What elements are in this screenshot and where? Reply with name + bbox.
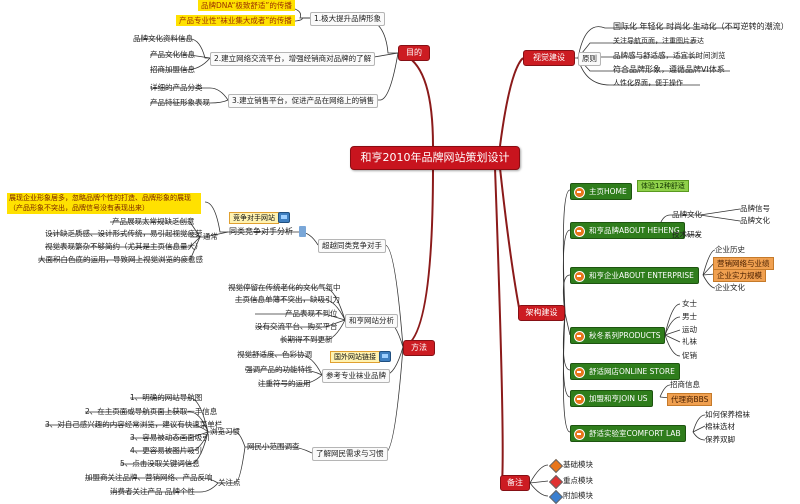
structure-lab-label: 舒适实验室COMFORT LAB	[589, 429, 681, 438]
visual-item-5: 人性化界面，便于操作	[613, 79, 683, 87]
needs-focus: 关注点	[218, 478, 241, 487]
visual-item-1: 国际化 年轻化 时尚化 生动化（不可逆转的潮流）	[613, 22, 789, 31]
structure-store-label: 舒适网店ONLINE STORE	[589, 367, 675, 376]
analysis-note-4: 没有交流平台、购买平台	[255, 322, 338, 331]
remark-extra: 附加模块	[563, 491, 593, 500]
module-icon	[574, 271, 585, 282]
note-icon	[299, 226, 306, 237]
branch-structure[interactable]: 架构建设	[518, 305, 565, 321]
goal-3-note-feature: 产品特征形象表现	[150, 98, 210, 107]
goal-2-note-culture-info: 品牌文化资料信息	[133, 34, 193, 43]
product-child-sport: 运动	[682, 325, 697, 334]
branch-method[interactable]: 方法	[403, 340, 435, 356]
remark-key: 重点模块	[563, 476, 593, 485]
foreign-site-link[interactable]: 国外网站链接	[330, 351, 380, 363]
branch-remarks[interactable]: 备注	[500, 475, 530, 491]
method-needs[interactable]: 了解网民需求与习惯	[312, 447, 388, 461]
method-site-analysis[interactable]: 和亨网站分析	[345, 314, 398, 328]
goal-2-note-product-info: 产品文化信息	[150, 50, 195, 59]
needs-survey: 网民小范围调查	[247, 442, 300, 451]
reference-note-3: 注重符号的运用	[258, 379, 311, 388]
module-icon	[574, 429, 585, 440]
product-child-gift: 礼袜	[682, 337, 697, 346]
habit-1: 1、明确的网站导航图	[130, 393, 203, 402]
heheng-child-rnd: 技术研发	[672, 230, 702, 239]
structure-join[interactable]: 加盟和亨JOIN US	[570, 390, 653, 407]
habit-3: 3、对自己感兴趣的内容经常浏览，建议有快速菜单栏	[45, 420, 223, 429]
method-competitor-analysis: 同类竞争对手分析	[229, 227, 293, 236]
enterprise-child-history: 企业历史	[715, 245, 745, 254]
visual-item-2: 关注导航页面，注重图片表达	[613, 37, 704, 45]
module-icon	[574, 331, 585, 342]
attachment-icon	[278, 212, 290, 223]
enterprise-child-scale: 企业实力规模	[713, 269, 766, 282]
lab-child-material: 棉袜选材	[705, 422, 735, 431]
module-icon	[574, 226, 585, 237]
module-icon	[574, 187, 585, 198]
habit-6: 5、点击没取关键词信息	[120, 459, 200, 468]
habit-5: 4、更容易被图片吸引	[130, 446, 203, 455]
structure-about-heheng-label: 和亨品牌ABOUT HEHENG	[589, 226, 680, 235]
structure-about-enterprise-label: 和亨企业ABOUT ENTERPRISE	[589, 271, 694, 280]
brand-culture-child-culture: 品牌文化	[740, 216, 770, 225]
central-topic[interactable]: 和亨2010年品牌网站策划设计	[350, 146, 520, 170]
competitor-note-2: 设计缺乏质感、设计形式传统，易引起视觉疲劳	[45, 229, 203, 238]
structure-products-label: 秋冬系列PRODUCTS	[589, 331, 661, 340]
structure-lab[interactable]: 舒适实验室COMFORT LAB	[570, 425, 686, 442]
competitor-note-4: 大面积白色底的运用，导致网上视觉浏览的疲惫感	[38, 255, 203, 264]
habit-2: 2、在主页面或导航页面上获取一手信息	[85, 407, 218, 416]
reference-note-2: 强调产品的功能特性	[245, 365, 313, 374]
visual-principle[interactable]: 原则	[578, 52, 601, 66]
method-reference[interactable]: 参考专业袜业品牌	[322, 369, 390, 383]
analysis-note-1: 视觉停留在传统老化的文化气氛中	[228, 283, 341, 292]
join-child-bbs: 代理商BBS	[667, 393, 713, 406]
focus-2: 消费者关注产品 品牌个性	[110, 487, 195, 496]
structure-home[interactable]: 主页HOME	[570, 183, 632, 200]
visual-item-3: 品牌感与舒适感，适宜长时间浏览	[613, 51, 726, 60]
focus-1: 加盟商关注品牌、营销网络、产品反响	[85, 473, 213, 482]
competitor-site-link[interactable]: 竞争对手网站	[229, 212, 279, 224]
branch-goal[interactable]: 目的	[398, 45, 430, 61]
structure-join-label: 加盟和亨JOIN US	[589, 394, 648, 403]
structure-products[interactable]: 秋冬系列PRODUCTS	[570, 327, 666, 344]
product-child-men: 男士	[682, 312, 697, 321]
product-child-promo: 促销	[682, 351, 697, 360]
lab-child-feet: 保养双脚	[705, 435, 735, 444]
structure-home-note: 体验12种舒适	[637, 180, 689, 192]
reference-note-1: 视觉舒适度、色彩协调	[237, 350, 312, 359]
goal-item-3[interactable]: 3.建立销售平台，促进产品在网络上的销售	[228, 94, 379, 108]
remark-basic: 基础模块	[563, 460, 593, 469]
brand-culture-child-signal: 品牌信号	[740, 204, 770, 213]
structure-home-label: 主页HOME	[589, 187, 627, 196]
heheng-child-brand-culture: 品牌文化	[672, 210, 702, 219]
goal-1-note-professional: 产品专业性“袜业集大成者”的传播	[176, 15, 295, 26]
lab-child-care: 如何保养棉袜	[705, 410, 750, 419]
goal-item-2[interactable]: 2.建立网络交流平台，增强经销商对品牌的了解	[210, 52, 376, 66]
competitor-group-label: 通常	[203, 232, 218, 241]
join-child-info: 招商信息	[670, 380, 700, 389]
structure-about-heheng[interactable]: 和亨品牌ABOUT HEHENG	[570, 222, 685, 239]
competitor-note-3: 视觉表现繁杂不够简约（尤其是主页信息量大）	[45, 242, 203, 251]
structure-store[interactable]: 舒适网店ONLINE STORE	[570, 363, 680, 380]
enterprise-child-culture: 企业文化	[715, 283, 745, 292]
visual-item-4: 符合品牌形象，遵循品牌VI体系	[613, 65, 725, 74]
goal-2-note-franchise-info: 招商加盟信息	[150, 65, 195, 74]
attachment-icon	[379, 351, 391, 362]
habit-4: 3、容易被动态画面吸引	[130, 433, 210, 442]
module-icon	[574, 394, 585, 405]
structure-about-enterprise[interactable]: 和亨企业ABOUT ENTERPRISE	[570, 267, 699, 284]
competitor-top-note: 展现企业形象居多，忽略品牌个性的打造、品牌形象的展现（产品形象不突出，品牌信号没…	[7, 193, 201, 214]
branch-visual[interactable]: 视觉建设	[523, 50, 575, 66]
needs-habits: 浏览习惯	[210, 427, 240, 436]
analysis-note-3: 产品表现不到位	[285, 309, 338, 318]
analysis-note-5: 长期得不到更新	[280, 335, 333, 344]
goal-1-note-dna: 品牌DNA“极致舒适”的传播	[198, 0, 295, 11]
method-competitor[interactable]: 超越同类竞争对手	[318, 239, 386, 253]
analysis-note-2: 主页信息单薄不突出，缺吸引力	[235, 295, 340, 304]
product-child-women: 女士	[682, 299, 697, 308]
goal-item-1[interactable]: 1.极大提升品牌形象	[310, 12, 386, 26]
competitor-note-1: 产品展现太常规缺乏创意	[112, 217, 195, 226]
goal-3-note-category: 详细的产品分类	[150, 83, 203, 92]
module-icon	[574, 367, 585, 378]
